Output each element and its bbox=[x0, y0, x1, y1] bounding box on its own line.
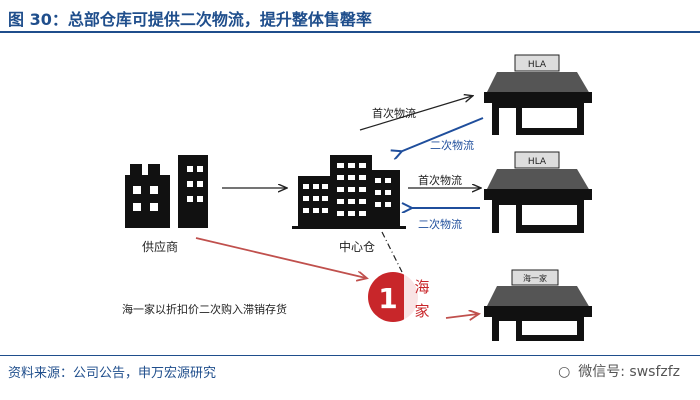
second-logistics-arrow-1 bbox=[400, 117, 484, 152]
center-to-haiyijia-dashed-line bbox=[381, 231, 403, 273]
second-logistics-label-1: 二次物流 bbox=[430, 138, 474, 152]
haiyijia-logo-char-1: 海 bbox=[414, 278, 429, 296]
wechat-watermark: ○ 微信号: swsfzfz bbox=[554, 361, 680, 381]
haiyijia-logo-char-2: 家 bbox=[414, 302, 429, 320]
warehouse-buildings-icon bbox=[292, 155, 406, 229]
svg-text:1: 1 bbox=[378, 282, 397, 315]
haiyijia-store-icon: 海一家 bbox=[484, 269, 592, 341]
footer-divider bbox=[0, 355, 700, 356]
supplier-factory-icon bbox=[125, 155, 208, 228]
supplier-label: 供应商 bbox=[142, 239, 178, 254]
first-logistics-label-2: 首次物流 bbox=[418, 173, 462, 187]
hla-store-middle-icon: HLA bbox=[484, 151, 592, 233]
haiyijia-logo-icon: 1 海 家 bbox=[368, 272, 442, 324]
first-logistics-label-1: 首次物流 bbox=[372, 106, 416, 120]
hla-sign-middle: HLA bbox=[528, 157, 547, 167]
hla-store-top-icon: HLA bbox=[484, 54, 592, 135]
discount-purchase-label: 海一家以折扣价二次购入滞销存货 bbox=[122, 302, 287, 316]
second-logistics-label-2: 二次物流 bbox=[418, 217, 462, 231]
center-warehouse-label: 中心仓 bbox=[339, 239, 375, 254]
haiyijia-to-store-arrow bbox=[445, 314, 478, 318]
wechat-icon: ○ bbox=[558, 364, 571, 380]
haiyijia-store-sign: 海一家 bbox=[523, 273, 547, 283]
first-logistics-arrow-1 bbox=[359, 96, 472, 131]
figure-title: 图 30：总部仓库可提供二次物流，提升整体售罄率 bbox=[8, 10, 372, 29]
hla-sign-top: HLA bbox=[528, 60, 547, 70]
title-divider bbox=[0, 31, 700, 33]
wechat-id: 微信号: swsfzfz bbox=[578, 364, 680, 380]
supplier-to-haiyijia-arrow bbox=[195, 237, 366, 278]
source-note: 资料来源：公司公告，申万宏源研究 bbox=[8, 366, 217, 381]
